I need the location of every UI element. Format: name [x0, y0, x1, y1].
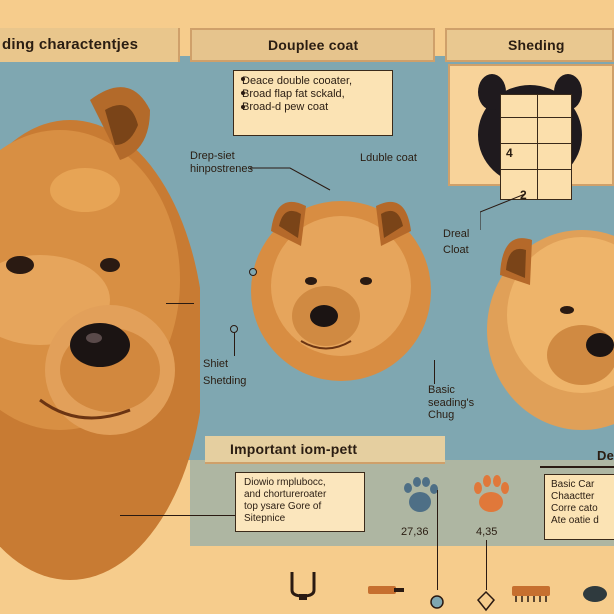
- label-dreal-cloat: Dreal Cloat: [443, 228, 469, 256]
- label-basic-2: seading's: [428, 396, 475, 409]
- bullet-3: [241, 105, 245, 109]
- label-shetding: Shetding: [203, 374, 247, 387]
- coat-info-line-1: Deace double cooater,: [242, 75, 353, 87]
- coat-info-line-3: Broad-d pew coat: [242, 101, 329, 114]
- right-info-box: Basic Car Chaactter Corre cato Ate oatie…: [544, 474, 614, 540]
- leader-horizontal: [166, 303, 194, 304]
- label-basic-3: Chug: [428, 409, 455, 422]
- important-line-1: Diowio rmplubocc,: [244, 477, 326, 488]
- right-de-underline: [540, 466, 614, 468]
- bullet-1: [241, 77, 245, 81]
- right-de-title: De: [597, 448, 614, 463]
- tag-icon: [476, 590, 496, 612]
- important-line-3: top ysare Gore of: [244, 501, 322, 512]
- right-info-line-1: Basic Car: [551, 479, 595, 490]
- leader-important: [120, 515, 235, 516]
- important-title: Important iom-pett: [230, 441, 358, 457]
- important-box: Diowio rmplubocc, and chortureroater top…: [235, 472, 365, 532]
- label-dreal: Dreal: [443, 228, 470, 240]
- label-shiet: Shiet: [203, 358, 229, 370]
- label-basic: Basic seading's Chug: [428, 384, 474, 422]
- leader-shiet-vertical: [234, 332, 235, 356]
- coat-info-box: Deace double cooater, Broad flap fat sck…: [233, 70, 393, 136]
- right-info-line-3: Corre cato: [551, 503, 598, 514]
- bullet-2: [241, 91, 245, 95]
- shedding-chart: [500, 94, 572, 200]
- important-line-4: Sitepnice: [244, 513, 286, 524]
- bowl-icon: [583, 586, 607, 602]
- large-dog-illustration: [0, 87, 200, 580]
- important-header-strip: [205, 436, 445, 462]
- collar-icon: [290, 572, 316, 600]
- label-drep-line-1: Drep-siet: [190, 150, 235, 162]
- label-drep-line-2: hinpostrenes: [190, 162, 253, 175]
- header-strip-right: [445, 28, 614, 62]
- paw-value-2: 4,35: [476, 526, 498, 538]
- ball-toy-icon: [430, 595, 444, 609]
- label-cloat: Cloat: [443, 243, 469, 256]
- label-basic-1: Basic: [428, 384, 455, 396]
- coat-info-line-2: Broad flap fat sckald,: [242, 88, 345, 101]
- label-shiet-shetding: Shiet Shetding: [203, 358, 246, 387]
- paw-print-orange-icon: [474, 475, 509, 512]
- important-line-2: and chortureroater: [244, 489, 327, 500]
- label-drep-siet: Drep-siet hinpostrenes: [190, 150, 253, 175]
- brush-icon: [512, 586, 550, 602]
- header-right-title: Sheding: [508, 37, 565, 53]
- middle-dog-illustration: [251, 201, 431, 381]
- important-divider: [205, 462, 445, 464]
- right-info-line-4: Ate oatie d: [551, 515, 599, 526]
- right-info-line-2: Chaactter: [551, 491, 595, 502]
- leader-basic-vertical: [434, 360, 435, 384]
- leader-paw-vertical: [437, 490, 438, 590]
- comb-icon: [368, 586, 404, 594]
- marker-dot-left: [249, 268, 257, 276]
- shedding-number-4: 4: [506, 146, 513, 160]
- right-dog-illustration: [487, 230, 614, 430]
- paw-value-1: 27,36: [401, 526, 429, 538]
- label-double-coat: Lduble coat: [360, 152, 417, 164]
- paw-print-blue-icon: [404, 477, 438, 512]
- leader-paw-vertical-2: [486, 540, 487, 590]
- leader-line-dreal: [480, 193, 526, 230]
- leader-line-drep: [250, 167, 331, 191]
- header-left-title: ding charactentjes: [2, 36, 139, 53]
- header-strip-left: [0, 28, 180, 62]
- header-strip-center: [190, 28, 435, 62]
- header-center-title: Douplee coat: [268, 37, 359, 53]
